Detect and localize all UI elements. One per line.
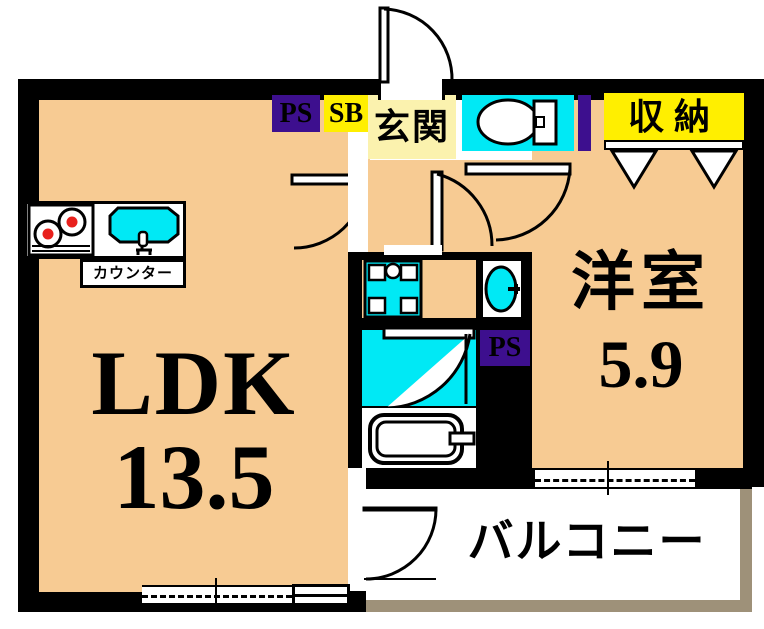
balcony-rail-bottom <box>366 600 752 612</box>
kitchen-sink-icon <box>108 206 180 255</box>
western-room-size: 5.9 <box>598 326 684 402</box>
wall-left <box>18 79 39 612</box>
balcony-door-swing-icon <box>362 506 438 581</box>
toilet-door-swing-icon <box>464 162 572 242</box>
ldk-sliding-door-divider <box>292 594 350 597</box>
closet-label: 収納 <box>604 93 744 140</box>
balcony-label: バルコニー <box>467 514 707 568</box>
ldk-size: 13.5 <box>113 426 275 528</box>
washing-machine-pan-icon <box>363 259 423 319</box>
ldk-label: LDK <box>91 332 297 434</box>
wall-right <box>743 79 764 489</box>
ps-label-mid: PS <box>480 330 530 366</box>
ldk-doorway-gap <box>348 172 368 254</box>
bath-folding-door-icon <box>382 326 476 410</box>
western-room-label: 洋室 <box>571 245 711 320</box>
bathtub-icon <box>368 413 476 465</box>
entrance-door-swing-icon <box>378 6 454 84</box>
folding-closet-door-icon <box>609 149 739 190</box>
balcony-rail-right <box>740 487 752 612</box>
entrance-door-frame <box>378 79 445 100</box>
western-room-window <box>535 468 695 489</box>
washroom-door-swing-icon <box>430 170 494 252</box>
western-room-window-mullion <box>607 461 609 495</box>
vanity-basin-icon <box>484 265 520 313</box>
toilet-icon <box>476 98 558 146</box>
entrance-label: 玄関 <box>368 95 456 159</box>
ps-shaft-strip <box>578 95 591 151</box>
balcony-right-notch <box>752 487 764 612</box>
sb-label: SB <box>324 95 368 132</box>
counter-label: カウンター <box>80 259 186 288</box>
gas-stove-two-burner-icon <box>27 203 95 257</box>
ldk-window <box>142 585 292 605</box>
closet-door-track <box>604 140 744 150</box>
sanitary-top-lintel <box>384 245 442 255</box>
ps-label-top: PS <box>272 95 320 132</box>
ldk-window-mullion <box>215 578 217 612</box>
